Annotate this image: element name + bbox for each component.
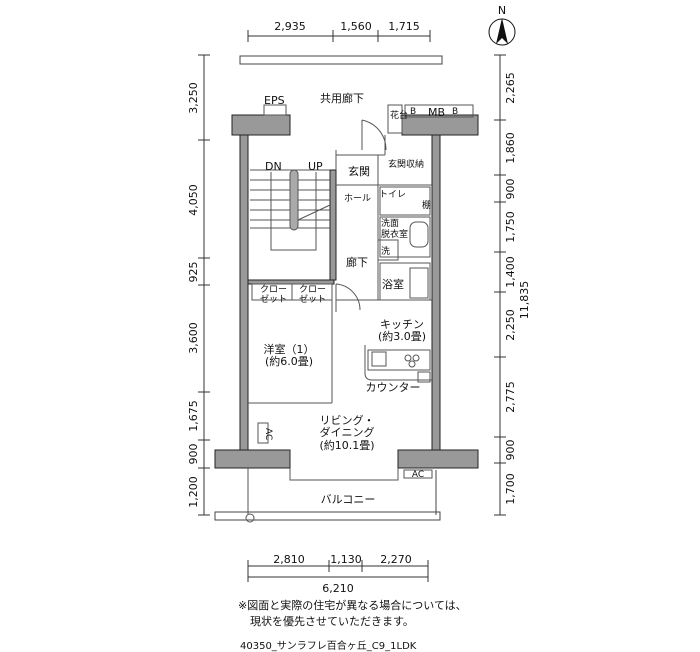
railings xyxy=(214,55,443,521)
mb-label: MB xyxy=(428,106,445,119)
western-room-label: 洋室（1） xyxy=(264,342,315,356)
closet-label: クロー xyxy=(260,284,287,295)
b-label: B xyxy=(410,107,416,117)
right-dim: 1,400 xyxy=(504,256,517,288)
dimension-lines xyxy=(198,30,506,582)
staircase xyxy=(250,169,331,251)
bottom-dim: 1,130 xyxy=(330,553,362,566)
entrance-label: 玄関 xyxy=(348,164,370,178)
bottom-total-dim: 6,210 xyxy=(322,582,354,595)
hallway-label: 廊下 xyxy=(346,255,368,269)
right-dim: 2,265 xyxy=(504,72,517,104)
closet-label: ゼット xyxy=(299,293,326,305)
left-dim: 1,200 xyxy=(187,476,200,508)
living-label: リビング・ xyxy=(320,413,375,427)
interior-lines xyxy=(245,104,474,523)
kitchen-label: キッチン xyxy=(380,318,424,331)
right-total-dim: 11,835 xyxy=(518,281,531,320)
room-labels: 共用廊下 EPS MB B B 花台 DN UP 玄関 玄関収納 ホール トイレ… xyxy=(260,91,458,506)
top-dim: 1,715 xyxy=(388,20,420,33)
note-line: ※図面と実際の住宅が異なる場合については、 xyxy=(238,599,467,612)
washer-label: 洗 xyxy=(381,245,390,257)
note-line: 現状を優先させていただきます。 xyxy=(250,615,414,628)
counter-label: カウンター xyxy=(366,381,421,394)
left-dim: 900 xyxy=(187,444,200,465)
hall-label: ホール xyxy=(344,193,371,204)
closet-label: ゼット xyxy=(260,293,287,305)
right-dim: 1,700 xyxy=(504,473,517,505)
b-label: B xyxy=(452,107,458,117)
walls xyxy=(214,114,479,469)
entrance-storage-label: 玄関収納 xyxy=(388,158,424,170)
washroom-label: 脱衣室 xyxy=(381,228,408,240)
bottom-dim: 2,810 xyxy=(273,553,305,566)
right-dim: 900 xyxy=(504,179,517,200)
right-dim: 2,250 xyxy=(504,309,517,341)
left-dim: 3,250 xyxy=(187,82,200,114)
north-arrow-icon: N xyxy=(488,4,516,46)
shelf-label: 棚 xyxy=(422,199,431,211)
right-dim: 900 xyxy=(504,440,517,461)
right-dim: 2,775 xyxy=(504,381,517,413)
svg-text:N: N xyxy=(498,4,506,17)
plan-caption: 40350_サンラフレ百合ヶ丘_C9_1LDK xyxy=(240,641,417,652)
living-size-label: (約10.1畳) xyxy=(319,438,374,452)
toilet-label: トイレ xyxy=(379,190,406,200)
bottom-dim: 2,270 xyxy=(380,553,412,566)
bath-label: 浴室 xyxy=(382,277,404,291)
dimension-labels: 2,935 1,560 1,715 3,250 4,050 925 3,600 … xyxy=(187,20,531,595)
stair-down-label: DN xyxy=(265,160,282,173)
kitchen-size-label: (約3.0畳) xyxy=(378,329,426,343)
flower-stand-label: 花台 xyxy=(390,109,408,121)
left-dim: 1,675 xyxy=(187,400,200,432)
left-dim: 925 xyxy=(187,262,200,283)
left-dim: 4,050 xyxy=(187,184,200,216)
ac-label: AC xyxy=(412,470,424,480)
top-dim: 2,935 xyxy=(274,20,306,33)
left-dim: 3,600 xyxy=(187,322,200,354)
balcony-label: バルコニー xyxy=(321,493,376,506)
disclaimer-note: ※図面と実際の住宅が異なる場合については、 現状を優先させていただきます。 xyxy=(238,598,467,630)
washroom-label: 洗面 xyxy=(381,217,399,229)
right-dim: 1,860 xyxy=(504,132,517,164)
western-room-size-label: (約6.0畳) xyxy=(265,354,313,368)
common-corridor-label: 共用廊下 xyxy=(320,91,364,105)
closet-label: クロー xyxy=(299,284,326,295)
stair-up-label: UP xyxy=(308,160,323,173)
eps-label: EPS xyxy=(264,94,285,107)
ac-label: AC xyxy=(263,428,273,440)
living-label: ダイニング xyxy=(320,425,375,439)
right-dim: 1,750 xyxy=(504,211,517,243)
top-dim: 1,560 xyxy=(340,20,372,33)
